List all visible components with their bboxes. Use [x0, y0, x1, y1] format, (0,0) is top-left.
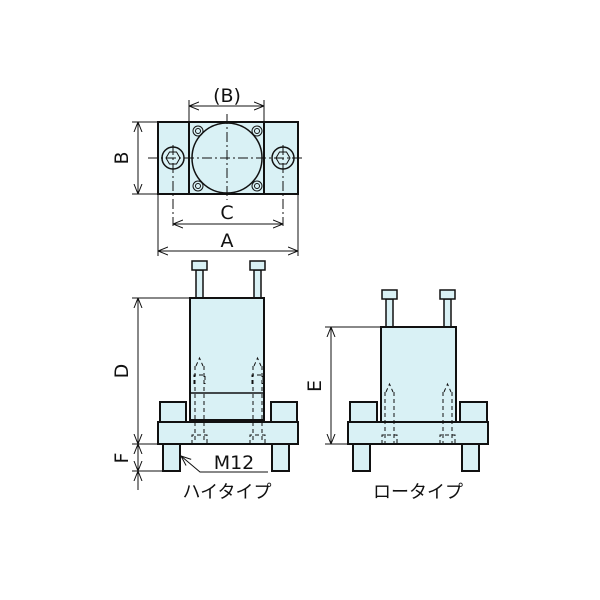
- dim-b-label: B: [111, 151, 133, 164]
- dim-e-label: E: [304, 380, 326, 392]
- high-type-caption: ハイタイプ: [183, 482, 272, 503]
- bolt-holes: [192, 125, 263, 192]
- low-type-view: E ロータイプ: [304, 289, 489, 503]
- top-view: (B) B C A: [111, 85, 304, 256]
- dim-c-label: C: [220, 202, 233, 224]
- dim-a-label: A: [221, 230, 234, 252]
- low-type-caption: ロータイプ: [373, 482, 463, 503]
- dim-d-label: D: [111, 364, 133, 379]
- thread-label: M12: [214, 452, 255, 474]
- dim-f-label: F: [111, 453, 133, 464]
- dim-b-paren-label: (B): [213, 85, 241, 107]
- high-type-view: D F M12 ハイタイプ: [111, 260, 299, 503]
